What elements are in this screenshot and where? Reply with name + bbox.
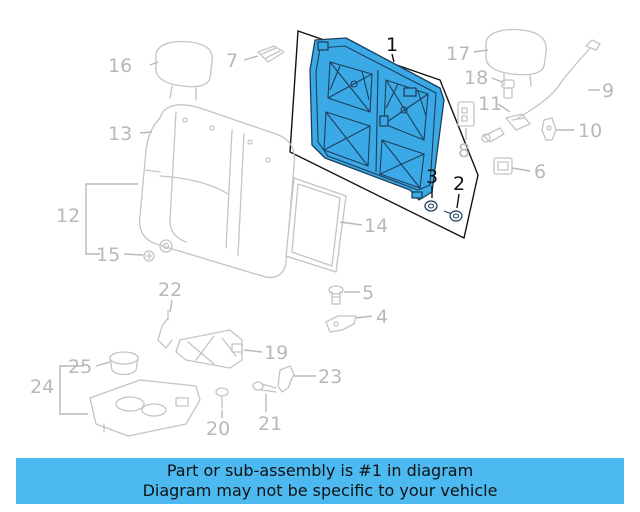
part-8-bracket[interactable] — [457, 101, 475, 127]
callout-10[interactable]: 10 — [578, 120, 602, 142]
part-16-headrest[interactable] — [155, 40, 213, 101]
callout-9[interactable]: 9 — [602, 80, 614, 102]
callout-7[interactable]: 7 — [226, 50, 238, 72]
callout-24[interactable]: 24 — [30, 376, 54, 398]
part-14-back-panel[interactable] — [285, 177, 347, 273]
part-15-retainer[interactable] — [143, 239, 173, 262]
part-6-striker[interactable] — [493, 157, 513, 175]
part-18-guide[interactable] — [501, 79, 515, 99]
part-10-latch[interactable] — [541, 117, 557, 141]
callout-14[interactable]: 14 — [364, 215, 388, 237]
info-banner: Part or sub-assembly is #1 in diagram Di… — [16, 458, 624, 504]
callout-25[interactable]: 25 — [68, 356, 92, 378]
callout-6[interactable]: 6 — [534, 161, 546, 183]
callout-15[interactable]: 15 — [96, 244, 120, 266]
part-25-cupholder-insert[interactable] — [109, 351, 139, 376]
part-22-bracket[interactable] — [157, 309, 173, 349]
callout-18[interactable]: 18 — [464, 67, 488, 89]
banner-line-2: Diagram may not be specific to your vehi… — [142, 481, 498, 500]
part-23-clip[interactable] — [277, 365, 295, 393]
callout-16[interactable]: 16 — [108, 55, 132, 77]
callout-2[interactable]: 2 — [453, 173, 465, 195]
part-2-bolt[interactable] — [443, 210, 463, 222]
callout-20[interactable]: 20 — [206, 418, 230, 440]
callout-13[interactable]: 13 — [108, 123, 132, 145]
part-24-armrest[interactable] — [89, 379, 201, 437]
parts-diagram: 1 2 3 16 7 17 18 9 11 10 8 6 13 14 12 15… — [30, 28, 614, 440]
callout-11[interactable]: 11 — [478, 93, 502, 115]
callout-5[interactable]: 5 — [362, 282, 374, 304]
part-11-lock[interactable] — [481, 113, 531, 143]
part-13-seatback-cushion[interactable] — [138, 104, 296, 279]
part-1-group-frame — [289, 30, 479, 240]
part-21-bolt[interactable] — [252, 381, 277, 393]
banner-line-1: Part or sub-assembly is #1 in diagram — [166, 461, 474, 480]
part-20-screw[interactable] — [215, 387, 229, 409]
callout-23[interactable]: 23 — [318, 366, 342, 388]
part-17-headrest[interactable] — [485, 28, 547, 87]
part-7-clip[interactable] — [257, 45, 285, 63]
part-5-bolt[interactable] — [328, 285, 344, 305]
callout-4[interactable]: 4 — [376, 306, 388, 328]
part-19-armrest-frame[interactable] — [175, 329, 243, 369]
part-1-seatback-frame[interactable] — [309, 37, 445, 201]
callout-labels: 1 2 3 16 7 17 18 9 11 10 8 6 13 14 12 15… — [30, 34, 614, 440]
callout-12[interactable]: 12 — [56, 205, 80, 227]
leader-lines — [59, 49, 600, 418]
callout-1[interactable]: 1 — [386, 34, 398, 56]
callout-22[interactable]: 22 — [158, 279, 182, 301]
callout-8[interactable]: 8 — [458, 140, 470, 162]
part-4-hinge[interactable] — [325, 315, 357, 333]
callout-19[interactable]: 19 — [264, 342, 288, 364]
callout-17[interactable]: 17 — [446, 43, 470, 65]
callout-3[interactable]: 3 — [426, 166, 438, 188]
part-3-nut[interactable] — [424, 200, 438, 212]
callout-21[interactable]: 21 — [258, 413, 282, 435]
